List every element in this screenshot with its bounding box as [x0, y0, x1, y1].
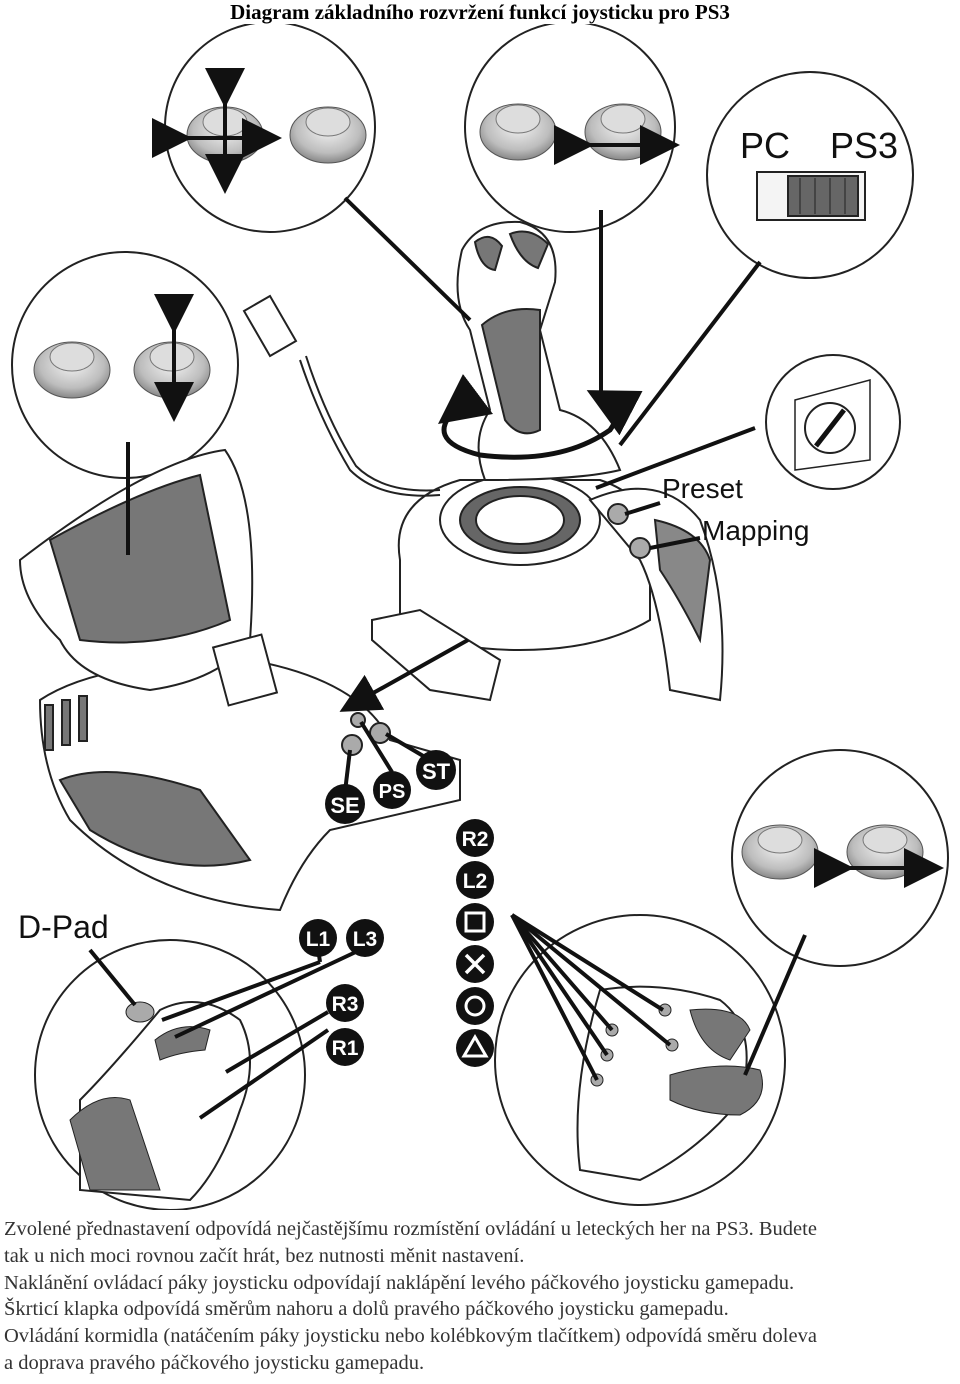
caption-line: Ovládání kormidla (natáčením páky joysti…	[4, 1325, 817, 1348]
se-badge: SE	[325, 784, 365, 824]
r3-badge-label: R3	[332, 993, 359, 1016]
l3-badge-label: L3	[353, 928, 378, 951]
l2-badge-label: L2	[463, 870, 488, 893]
triangle-icon	[456, 1029, 494, 1067]
l1-badge: L1	[299, 919, 337, 957]
l2-badge: L2	[456, 861, 494, 899]
analog-stick-right-icon	[289, 106, 367, 164]
r2-badge-label: R2	[462, 828, 489, 851]
caption-line: Zvolené přednastavení odpovídá nejčastěj…	[4, 1218, 817, 1240]
r1-badge-label: R1	[332, 1037, 359, 1060]
rocker-callout	[731, 749, 949, 967]
ps-badge: PS	[373, 771, 411, 809]
caption-line: tak u nich moci rovnou začít hrát, bez n…	[4, 1244, 525, 1267]
preset-dial-callout	[765, 354, 901, 490]
twist-arrow-icon	[438, 374, 643, 460]
mapping-label: Mapping	[702, 515, 809, 546]
usb-connector-icon	[242, 294, 298, 358]
mode-switch-callout: PC PS3	[706, 71, 914, 279]
caption: Zvolené přednastavení odpovídá nejčastěj…	[4, 1216, 960, 1377]
joystick-handle	[456, 220, 622, 482]
preset-label: Preset	[662, 473, 743, 504]
left-stick-callout	[152, 24, 376, 233]
stick-detail-callout	[494, 914, 786, 1206]
throttle-unit	[18, 448, 461, 912]
select-button	[341, 734, 363, 756]
switch-knob	[787, 175, 859, 217]
caption-line: a doprava pravého páčkového joysticku ga…	[4, 1351, 425, 1374]
rudder-callout	[464, 24, 680, 233]
cross-icon	[456, 945, 494, 983]
joystick-diagram: PC PS3	[11, 24, 949, 1210]
r2-badge: R2	[456, 819, 494, 857]
dpad-button	[125, 1001, 155, 1023]
leader-lines	[88, 196, 807, 1120]
st-badge-label: ST	[422, 759, 451, 784]
square-icon	[456, 903, 494, 941]
usb-cable	[242, 294, 441, 497]
throttle-detail-callout	[34, 939, 306, 1210]
caption-line: Škrticí klapka odpovídá směrům nahoru a …	[4, 1298, 729, 1321]
l1-badge-label: L1	[306, 928, 331, 951]
st-badge: ST	[416, 750, 456, 790]
diagram-title: Diagram základního rozvržení funkcí joys…	[230, 0, 730, 24]
r1-badge: R1	[326, 1028, 364, 1066]
pc-label: PC	[740, 125, 790, 166]
se-badge-label: SE	[330, 793, 359, 818]
r3-badge: R3	[326, 984, 364, 1022]
dpad-label: D-Pad	[18, 909, 109, 945]
mapping-button	[629, 537, 651, 559]
circle-icon	[456, 987, 494, 1025]
caption-line: Naklánění ovládací páky joysticku odpoví…	[4, 1271, 795, 1294]
ps3-label: PS3	[830, 125, 898, 166]
throttle-callout	[11, 251, 239, 479]
ps-badge-label: PS	[379, 781, 406, 803]
l3-badge: L3	[346, 919, 384, 957]
four-way-arrow-icon	[152, 68, 282, 194]
